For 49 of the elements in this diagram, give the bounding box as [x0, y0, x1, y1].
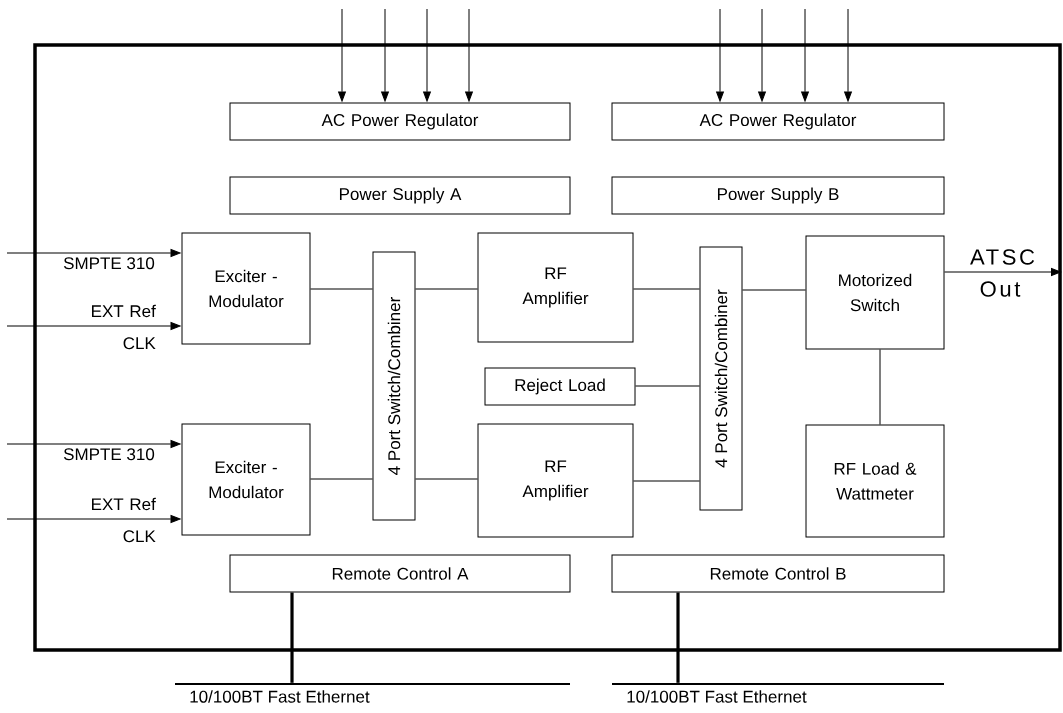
arrow	[6, 440, 181, 448]
arrow	[716, 8, 724, 102]
arrow	[801, 8, 809, 102]
arrow	[6, 249, 181, 257]
arrow	[465, 8, 473, 102]
connector-line	[415, 478, 478, 480]
block-box: Exciter - Modulator	[181, 232, 311, 345]
arrow	[844, 8, 852, 102]
block-box: Power Supply A	[229, 176, 571, 215]
node-label: 10/100BT Fast Ethernet	[190, 690, 370, 703]
arrow	[423, 8, 431, 102]
block-box: AC Power Regulator	[229, 102, 571, 141]
edge-label: ATSC Out	[970, 249, 1035, 297]
connector-line	[290, 592, 294, 683]
enclosure-frame	[33, 43, 1062, 652]
arrow	[6, 322, 181, 330]
block-box: Exciter - Modulator	[181, 423, 311, 536]
block-box: Power Supply B	[611, 176, 945, 215]
edge-label: SMPTE 310	[63, 448, 155, 461]
block-box: Reject Load	[484, 367, 636, 406]
arrow	[758, 8, 766, 102]
block-box: AC Power Regulator	[611, 102, 945, 141]
block-box: Remote Control B	[611, 554, 945, 593]
connector-line	[310, 288, 373, 290]
block-box: Motorized Switch	[805, 235, 945, 350]
connector-line	[676, 592, 680, 683]
block-box: RF Amplifier	[477, 232, 634, 343]
block-box: Remote Control A	[229, 554, 571, 593]
connector-line	[633, 480, 700, 482]
connector-line	[310, 478, 373, 480]
block-box: 4 Port Switch/Combiner	[699, 246, 743, 511]
connector-line	[742, 289, 806, 291]
arrow	[944, 268, 1062, 276]
edge-label: EXT Ref CLK	[92, 304, 156, 350]
connector-line	[633, 288, 700, 290]
ethernet-bus: 10/100BT Fast Ethernet	[175, 683, 570, 703]
connector-line	[415, 288, 478, 290]
connector-line	[635, 385, 700, 387]
connector-line	[879, 349, 881, 425]
arrow	[6, 515, 181, 523]
edge-label: EXT Ref CLK	[92, 497, 156, 543]
edge-label: SMPTE 310	[63, 257, 155, 270]
block-box: RF Load & Wattmeter	[805, 424, 945, 538]
arrow	[338, 8, 346, 102]
node-label: 10/100BT Fast Ethernet	[627, 690, 807, 703]
arrow	[381, 8, 389, 102]
block-box: RF Amplifier	[477, 423, 634, 538]
ethernet-bus: 10/100BT Fast Ethernet	[612, 683, 944, 703]
block-box: 4 Port Switch/Combiner	[372, 251, 416, 521]
